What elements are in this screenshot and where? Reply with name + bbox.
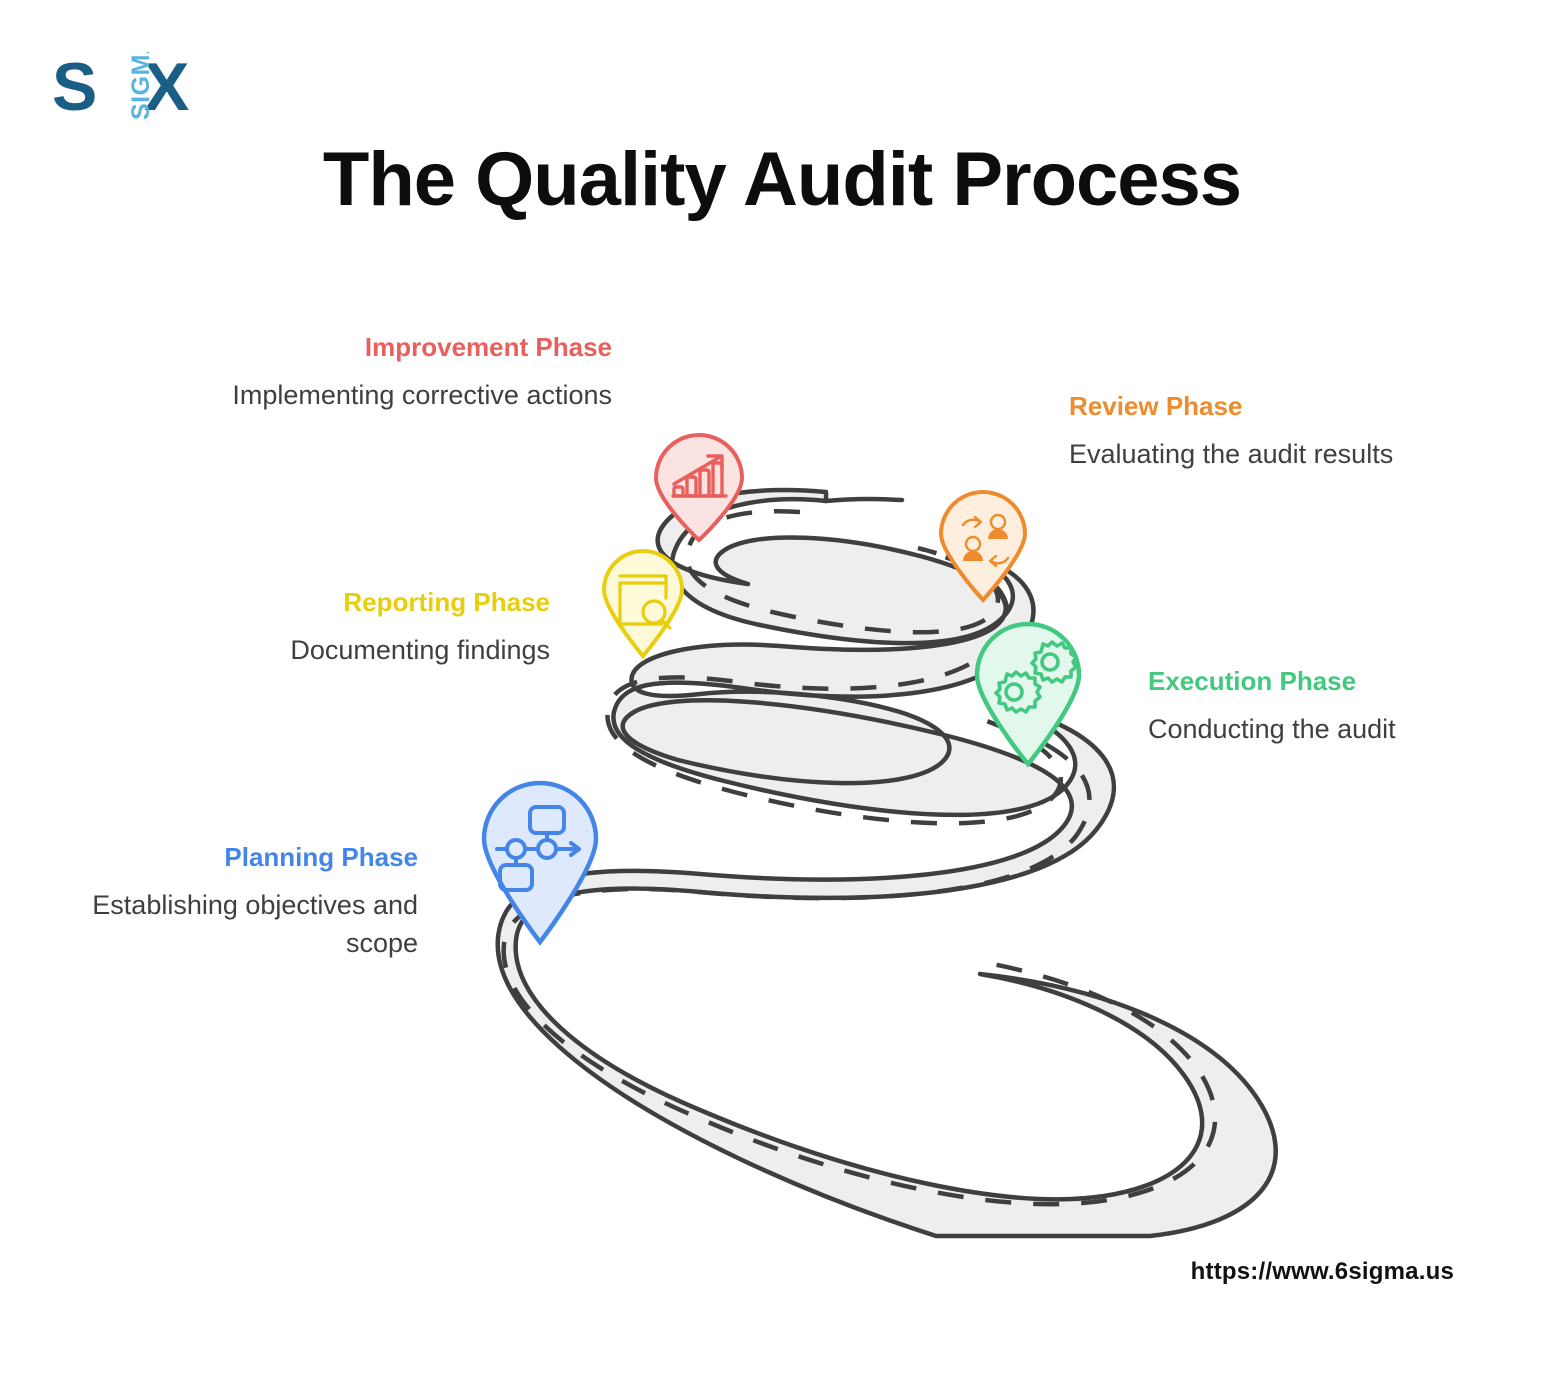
phase-block-improvement: Improvement Phase Implementing correctiv… <box>110 333 612 414</box>
phase-description-review: Evaluating the audit results <box>1069 438 1394 469</box>
phase-title-improvement: Improvement Phase <box>364 332 612 362</box>
pin-improvement[interactable] <box>653 433 745 543</box>
phase-title-execution: Execution Phase <box>1148 666 1357 696</box>
pin-shape-reporting <box>601 549 685 660</box>
phase-title-reporting: Reporting Phase <box>343 587 550 617</box>
logo-letter-s: S <box>52 52 97 124</box>
footer-website-url[interactable]: https://www.6sigma.us <box>1190 1258 1454 1285</box>
growth-chart-icon <box>671 454 728 498</box>
workflow-diagram-icon <box>495 805 581 892</box>
phase-block-execution: Execution Phase Conducting the audit <box>1148 667 1508 748</box>
phase-description-planning: Establishing objectives and scope <box>92 889 418 958</box>
phase-description-improvement: Implementing corrective actions <box>232 379 612 410</box>
pin-execution[interactable] <box>974 621 1082 768</box>
document-search-icon <box>618 574 672 630</box>
page-title: The Quality Audit Process <box>322 137 1242 222</box>
road-far-end <box>823 496 905 504</box>
road-center-dashes <box>501 509 1218 1207</box>
phase-description-reporting: Documenting findings <box>290 634 550 665</box>
logo-letter-x: X <box>144 52 189 124</box>
pin-review[interactable] <box>938 490 1028 603</box>
pin-reporting[interactable] <box>601 549 685 660</box>
road-surface <box>495 487 1278 1239</box>
phase-title-planning: Planning Phase <box>224 842 418 872</box>
phase-block-review: Review Phase Evaluating the audit result… <box>1069 392 1399 473</box>
gears-icon <box>994 640 1078 714</box>
phase-block-planning: Planning Phase Establishing objectives a… <box>40 843 418 962</box>
phase-description-execution: Conducting the audit <box>1148 713 1396 744</box>
pin-shape-execution <box>974 621 1082 768</box>
phase-title-review: Review Phase <box>1069 391 1243 421</box>
pin-planning[interactable] <box>481 780 599 946</box>
pin-shape-planning <box>481 780 599 946</box>
phase-block-reporting: Reporting Phase Documenting findings <box>150 588 550 669</box>
people-review-icon <box>961 513 1010 568</box>
